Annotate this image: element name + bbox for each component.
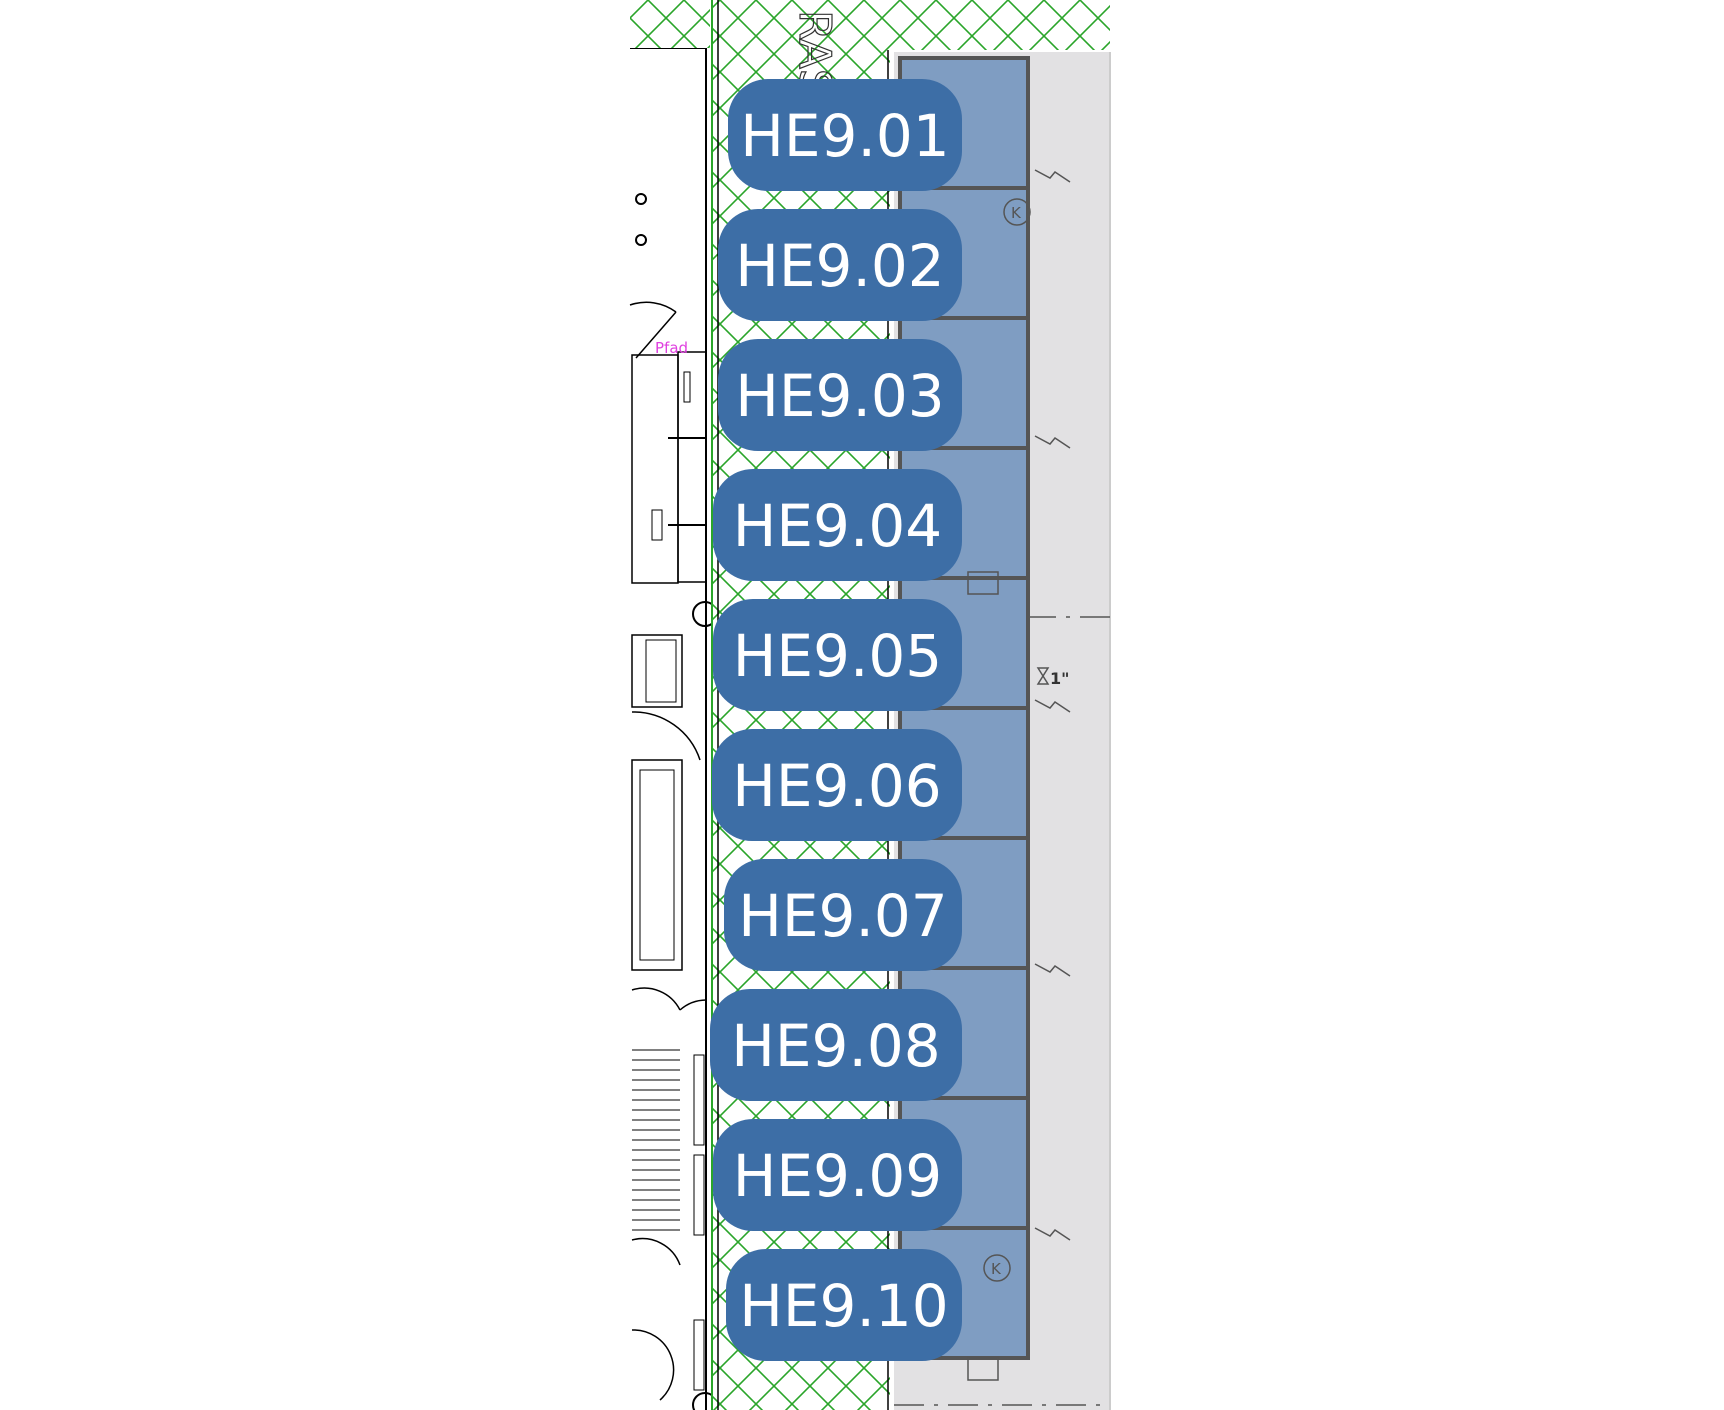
unit-label-text: HE9.02 xyxy=(735,232,944,300)
symbols xyxy=(967,169,1071,1381)
unit-label-text: HE9.04 xyxy=(733,492,942,560)
unit-label-badge xyxy=(724,859,962,971)
pipe-size-label: 1" xyxy=(1050,669,1069,688)
unit-label-6: HE9.06 xyxy=(712,729,962,841)
unit-label-text: HE9.08 xyxy=(731,1012,940,1080)
unit-labels: HE9.01HE9.02HE9.03HE9.04HE9.05HE9.06HE9.… xyxy=(710,79,962,1361)
unit-label-text: HE9.06 xyxy=(732,752,941,820)
unit-label-badge xyxy=(718,339,962,451)
unit-label-4: HE9.04 xyxy=(713,469,962,581)
left-building-plan: F Pfad xyxy=(629,0,748,1410)
unit-label-9: HE9.09 xyxy=(713,1119,962,1231)
unit-label-badge xyxy=(710,989,962,1101)
unit-label-text: HE9.01 xyxy=(740,102,949,170)
unit-label-1: HE9.01 xyxy=(728,79,962,191)
unit-label-badge xyxy=(713,1119,962,1231)
unit-label-text: HE9.09 xyxy=(733,1142,942,1210)
unit-label-badge xyxy=(726,1249,962,1361)
unit-label-text: HE9.10 xyxy=(739,1272,948,1340)
unit-label-text: HE9.03 xyxy=(735,362,944,430)
unit-label-5: HE9.05 xyxy=(713,599,962,711)
unit-label-badge xyxy=(728,79,962,191)
marker-k-top: K xyxy=(1011,204,1022,222)
unit-label-badge xyxy=(713,599,962,711)
marker-k-bottom: K xyxy=(991,1260,1002,1278)
path-label: Pfad xyxy=(655,339,688,357)
unit-label-text: HE9.07 xyxy=(738,882,947,950)
unit-label-2: HE9.02 xyxy=(718,209,962,321)
unit-label-badge xyxy=(713,469,962,581)
unit-label-3: HE9.03 xyxy=(718,339,962,451)
unit-label-8: HE9.08 xyxy=(710,989,962,1101)
unit-label-text: HE9.05 xyxy=(733,622,942,690)
unit-label-badge xyxy=(718,209,962,321)
unit-label-10: HE9.10 xyxy=(726,1249,962,1361)
unit-label-7: HE9.07 xyxy=(724,859,962,971)
unit-label-badge xyxy=(712,729,962,841)
